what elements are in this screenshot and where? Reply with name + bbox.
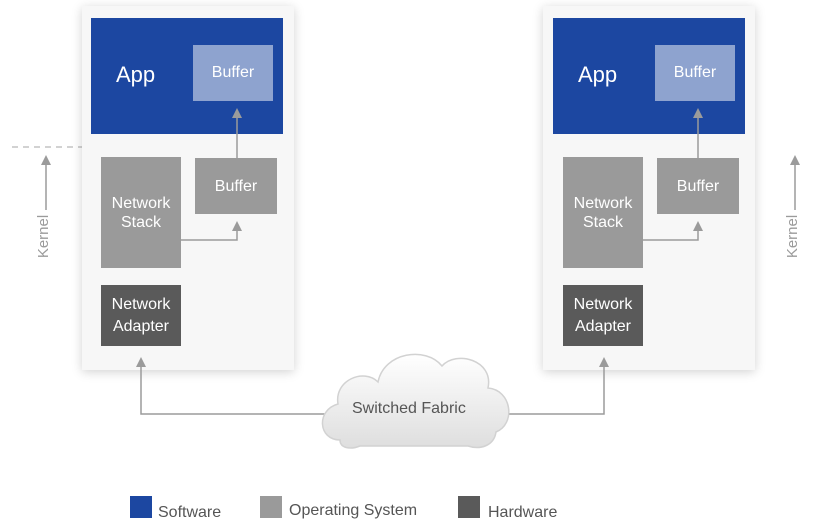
host-left-network-stack: Network Stack [101,157,181,268]
legend-label-operating-system: Operating System [289,502,418,519]
host-left-stack-to-buffer-arrow [181,221,242,241]
legend-swatch-software [130,496,152,518]
host-left-kernel-buffer: Buffer [195,158,277,214]
host-right-stack-to-buffer-arrow [643,221,703,241]
host-left-network-adapter: Network Adapter [101,285,181,346]
host-left-app-label: App [116,62,156,87]
host-left-app-buffer: Buffer [193,45,273,101]
legend-swatch-operating-system [260,496,282,518]
kernel-label-left: Kernel [35,214,53,259]
host-right-app-buffer: Buffer [655,45,735,101]
switched-fabric-label: Switched Fabric [352,400,466,417]
host-right-kernel-buffer: Buffer [657,158,739,214]
switched-fabric-cloud-icon [321,353,510,449]
host-right-network-adapter: Network Adapter [563,285,643,346]
host-right-network-stack: Network Stack [563,157,643,268]
fabric-link-right [500,357,609,415]
host-right-app-label: App [578,62,618,87]
fabric-link-left [136,357,330,415]
kernel-label-right: Kernel [784,214,802,259]
legend-label-hardware: Hardware [488,504,558,521]
legend-swatch-hardware [458,496,480,518]
legend-label-software: Software [158,504,222,521]
